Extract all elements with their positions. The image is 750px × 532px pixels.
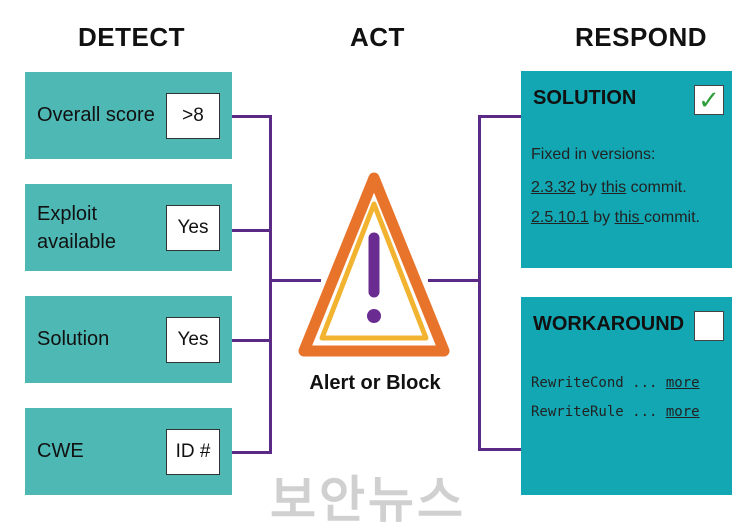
act-label: Alert or Block xyxy=(309,372,441,394)
act-header: ACT xyxy=(350,22,405,52)
version-link[interactable]: 2.5.10.1 xyxy=(531,209,589,226)
fix-by: by xyxy=(575,179,602,196)
detect-label: CWE xyxy=(37,440,84,462)
checked-checkbox-icon[interactable]: ✓ xyxy=(694,85,724,115)
connector-line xyxy=(232,229,272,232)
connector-line xyxy=(478,115,521,118)
connector-line xyxy=(478,448,521,451)
detect-value: ID # xyxy=(166,428,220,475)
detect-cwe: CWE ID # xyxy=(25,408,232,495)
detect-label: Overall score xyxy=(37,104,155,126)
more-link[interactable]: more xyxy=(665,375,700,391)
fixed-label: Fixed in versions: xyxy=(531,146,656,163)
workaround-panel: WORKAROUND RewriteCond ... more RewriteR… xyxy=(521,297,732,495)
fix-rest: commit. xyxy=(626,179,687,196)
solution-title: SOLUTION xyxy=(533,87,637,109)
detect-header: DETECT xyxy=(78,22,185,52)
fix-line: 2.5.10.1 by this commit. xyxy=(531,209,700,227)
watermark-logo: 보안뉴스 xyxy=(270,472,466,528)
detect-value: Yes xyxy=(166,316,220,363)
workaround-code: RewriteCond ... xyxy=(531,375,666,391)
connector-line xyxy=(428,279,480,282)
more-link[interactable]: more xyxy=(665,404,700,420)
connector-line xyxy=(269,279,321,282)
commit-link[interactable]: this xyxy=(614,209,644,226)
detect-label: Exploit available xyxy=(37,203,116,253)
connector-line xyxy=(269,115,272,454)
solution-panel: SOLUTION ✓ Fixed in versions: 2.3.32 by … xyxy=(521,71,732,268)
detect-exploit-available: Exploit available Yes xyxy=(25,184,232,271)
connector-line xyxy=(232,115,272,118)
respond-header: RESPOND xyxy=(575,22,708,52)
detect-solution: Solution Yes xyxy=(25,296,232,383)
workaround-line: RewriteRule ... more xyxy=(531,404,700,420)
version-link[interactable]: 2.3.32 xyxy=(531,179,576,196)
commit-link[interactable]: this xyxy=(601,179,627,196)
connector-line xyxy=(232,451,272,454)
detect-value: Yes xyxy=(166,204,220,251)
workaround-code: RewriteRule ... xyxy=(531,404,666,420)
connector-line xyxy=(478,115,481,451)
warning-triangle-icon xyxy=(298,172,450,357)
detect-value: >8 xyxy=(166,92,220,139)
detect-overall-score: Overall score >8 xyxy=(25,72,232,159)
fix-rest: commit. xyxy=(643,209,700,226)
detect-label: Solution xyxy=(37,328,110,350)
unchecked-checkbox-icon[interactable] xyxy=(694,311,724,341)
fix-line: 2.3.32 by this commit. xyxy=(531,179,687,197)
workaround-title: WORKAROUND xyxy=(533,313,685,335)
fix-by: by xyxy=(588,209,615,226)
workaround-line: RewriteCond ... more xyxy=(531,375,700,391)
connector-line xyxy=(232,339,272,342)
